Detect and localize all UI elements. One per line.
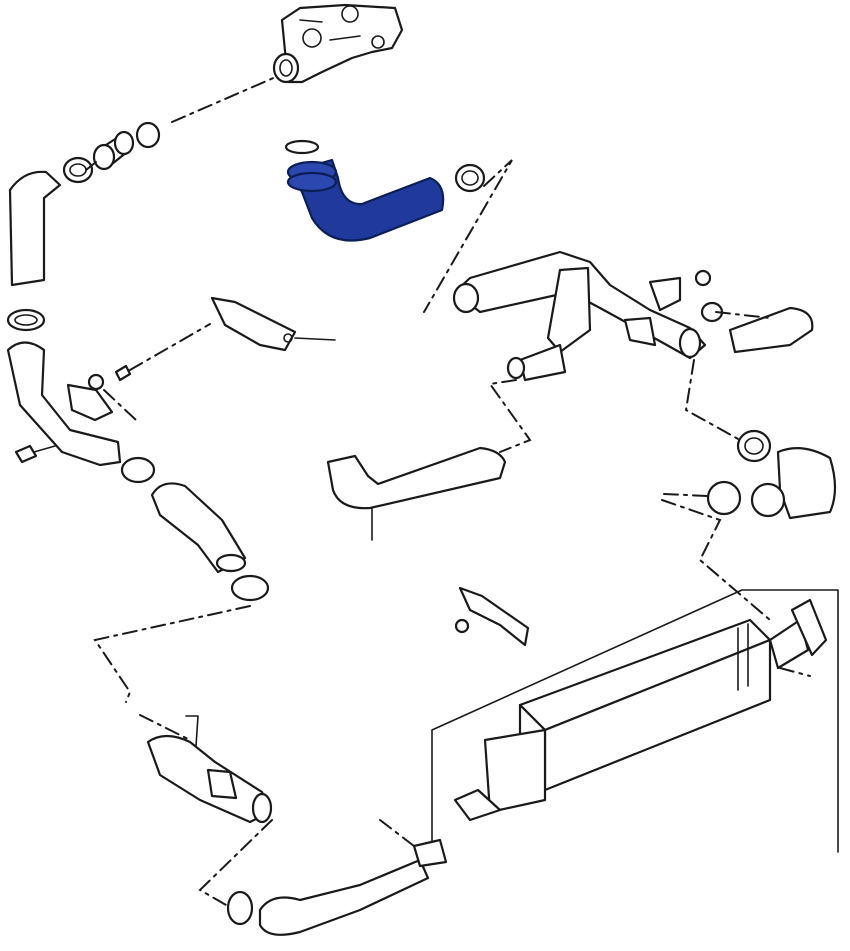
intercooler-core xyxy=(453,598,828,822)
hose-clamp-8 xyxy=(226,890,254,926)
small-mounting-bracket xyxy=(454,586,530,647)
turbocharger-outlet-housing xyxy=(272,3,404,84)
right-short-hose-upper xyxy=(728,306,814,354)
bottom-long-hose xyxy=(258,858,430,936)
hose-clamp-9 xyxy=(412,838,448,868)
hose-connector-fitting xyxy=(92,130,135,171)
right-elbow-hose-lower xyxy=(776,447,837,520)
highlighted-intercooler-hose xyxy=(284,139,445,242)
hose-clamp-3 xyxy=(736,429,772,463)
hose-clamp-2 xyxy=(454,163,486,193)
hose-clamp-4 xyxy=(706,480,742,516)
left-elbow-hose xyxy=(8,170,62,287)
hose-clamp-1 xyxy=(62,156,94,184)
pipe-mounting-bracket xyxy=(66,373,114,422)
center-long-hose xyxy=(326,446,507,510)
intercooler-outline-box xyxy=(431,589,839,853)
left-lower-hose xyxy=(150,482,247,574)
left-bent-pipe xyxy=(6,341,122,467)
assembly-leader-lines xyxy=(85,75,811,906)
intercooler-inlet-pipe-assembly xyxy=(452,250,724,382)
hose-clamp-7 xyxy=(230,574,270,602)
hose-end-ring xyxy=(750,482,786,518)
hose-clamp-5 xyxy=(6,308,46,332)
bolt xyxy=(14,444,56,464)
small-bolt xyxy=(114,364,132,382)
lower-intercooler-pipe xyxy=(146,715,273,824)
mounting-bracket xyxy=(210,296,336,352)
o-ring-seal xyxy=(135,121,161,149)
hose-clamp-6 xyxy=(120,456,156,484)
